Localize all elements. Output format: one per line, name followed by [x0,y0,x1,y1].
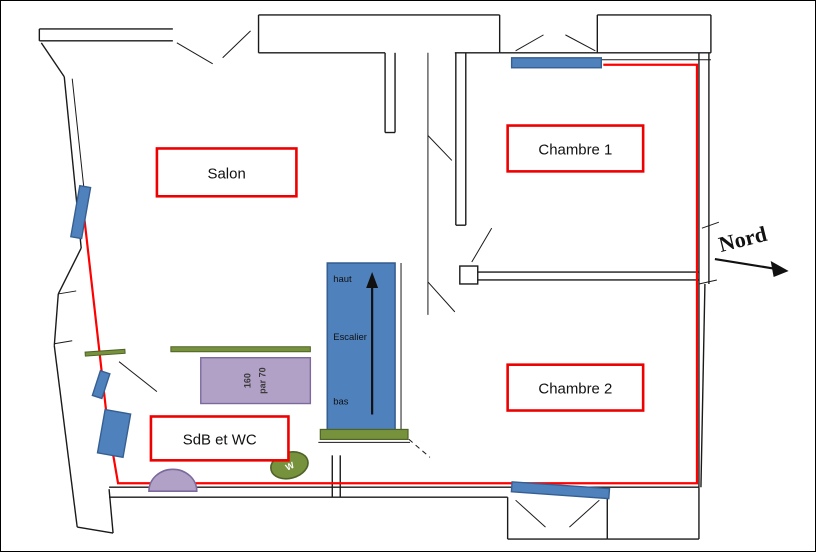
shelf-bar-left [84,348,126,357]
top-right-bay [596,14,712,53]
window-top-right [510,57,602,69]
sink-half-round [148,468,198,493]
compass-arrow-head [770,261,789,277]
top-center-bay [257,14,501,54]
compass-arrow [714,257,777,271]
salon-label-box [155,147,298,198]
compass: Nord [714,221,789,277]
boiler-unit [96,408,132,459]
room-labels: Salon Chambre 1 Chambre 2 SdB et WC [149,124,645,462]
windows [69,57,611,500]
chambre1-label: Chambre 1 [538,141,612,158]
shelf-bar [170,346,311,353]
table-160x70 [200,357,312,405]
exterior-walls [38,28,720,534]
sdb-wc-label: SdB et WC [183,431,257,448]
table-dim-line2: par 70 [258,367,268,393]
stairs-haut-label: haut [333,274,352,285]
staircase-arrow-head [366,272,379,288]
window-left-lower [91,369,111,400]
stairs-name-label: Escalier [333,332,367,343]
compass-nord-label: Nord [716,221,769,257]
window-bottom-right [510,481,611,500]
staircase-body [326,262,396,434]
chambre2-label-box [506,363,645,412]
interior-walls [118,30,699,498]
table-dim-line1: 160 [243,373,253,388]
staircase: haut Escalier bas [318,262,410,443]
furniture: 160 par 70 W [84,346,312,493]
chambre1-label-box [506,124,645,173]
window-left-upper [69,184,92,240]
stairs-bas-label: bas [333,397,349,408]
bottom-bays [506,487,700,540]
sdb-wc-label-box [149,415,290,462]
salon-label: Salon [208,165,246,182]
chambre2-label: Chambre 2 [538,381,612,398]
stairs-threshold [319,428,409,441]
